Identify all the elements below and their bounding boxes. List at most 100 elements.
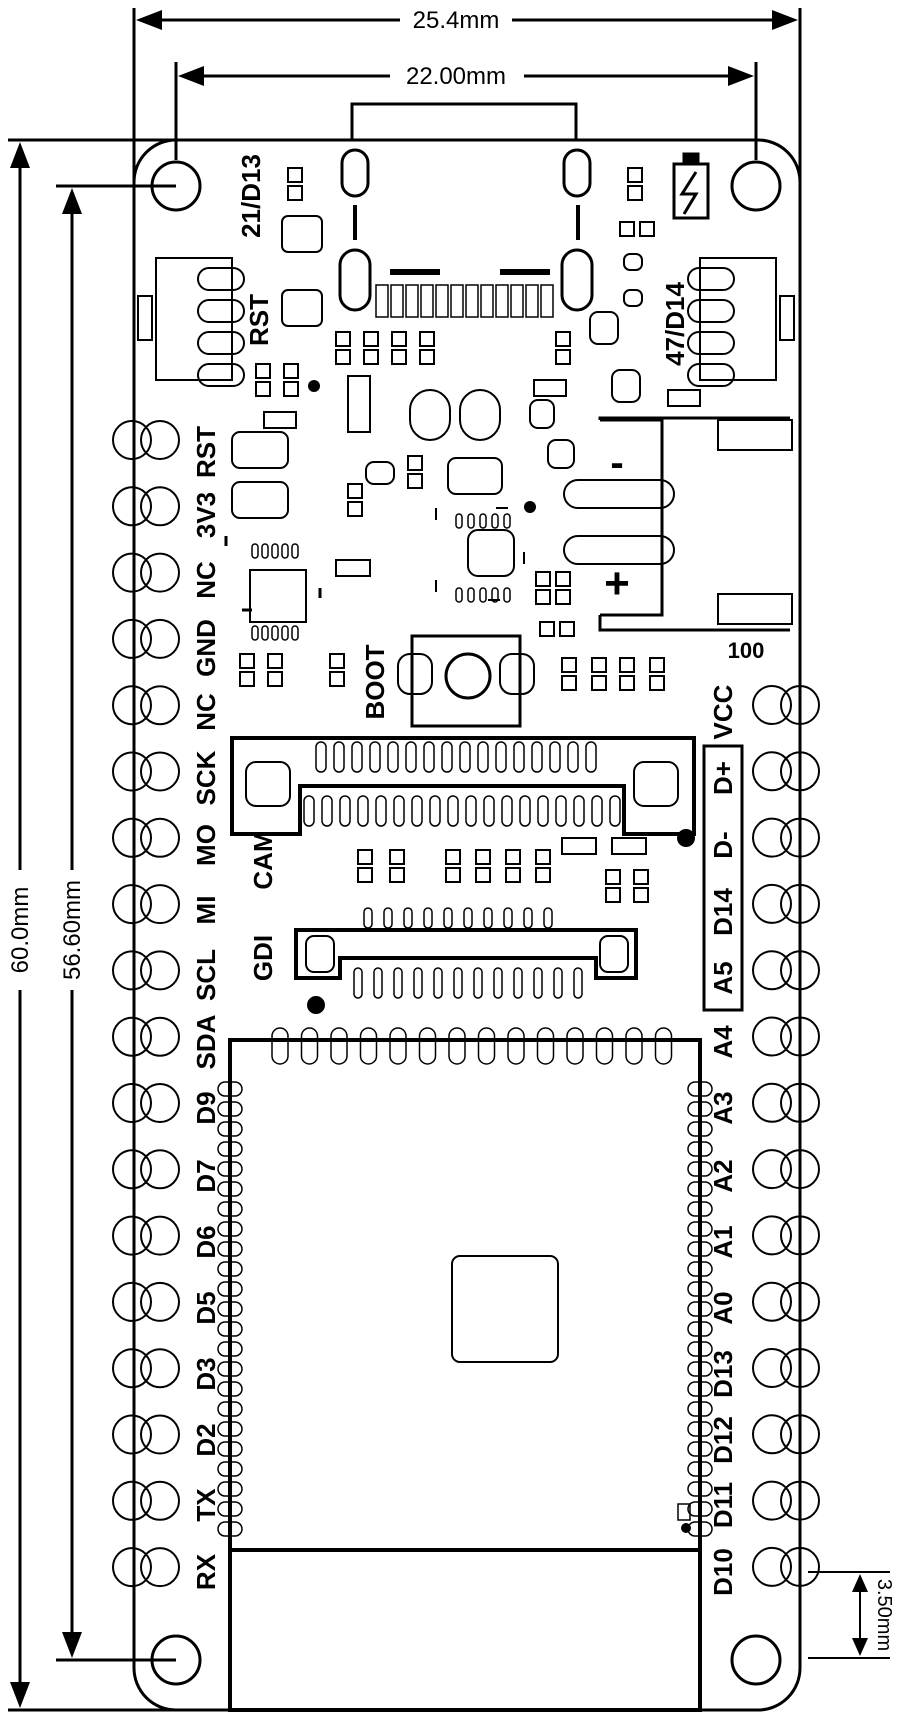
smd-pads-middle (357, 837, 649, 903)
left-pin-pad-13 (112, 1215, 180, 1256)
mounting-holes (150, 160, 782, 1686)
left-pin-pad-4 (112, 618, 180, 659)
chip-pins (251, 513, 511, 641)
right-pin-pad-6 (752, 1016, 820, 1057)
module-pad-left-13 (217, 1321, 243, 1337)
left-pin-pad-16 (112, 1414, 180, 1455)
module-pad-right-12 (687, 1301, 713, 1317)
pin-label-left-3v3: 3V3 (191, 492, 221, 538)
dimension-width-label: 25.4mm (413, 7, 500, 34)
pin-label-right-a2: A2 (708, 1159, 738, 1192)
left-pin-labels: RST 3V3 NC GND NC SCK MO MI SCL SDA D9 D… (191, 426, 221, 1590)
mounting-hole-top-left (150, 160, 202, 212)
pin-label-right-d-minus: D- (708, 831, 738, 858)
module-pad-right-23 (687, 1521, 713, 1537)
left-pin-pad-1 (112, 420, 180, 460)
left-pin-pad-12 (112, 1149, 180, 1190)
module-pad-left-5 (217, 1161, 243, 1177)
side-button-right-body (687, 257, 795, 387)
module-pad-top-7 (448, 1027, 466, 1065)
module-castellated-pads (217, 1027, 713, 1537)
module-pad-top-3 (330, 1027, 348, 1065)
pin-label-left-scl: SCL (191, 949, 221, 1001)
module-pad-top-12 (595, 1027, 614, 1065)
module-pad-right-14 (687, 1341, 713, 1357)
dimension-pin-offset-label: 3.50mm (873, 1579, 895, 1651)
left-pin-pad-18 (112, 1547, 180, 1588)
pin-label-right-vcc: VCC (708, 684, 738, 739)
display-connector-label: GDI (248, 935, 278, 981)
pin-label-right-d11: D11 (708, 1482, 738, 1528)
battery-charge-icon (672, 152, 710, 220)
module-pad-left-8 (217, 1221, 243, 1237)
pin-label-right-d12: D12 (708, 1416, 738, 1464)
module-pad-left-17 (217, 1401, 243, 1417)
esp32-module (228, 1038, 702, 1712)
pin-label-right-a3: A3 (708, 1091, 738, 1124)
module-pad-left-23 (217, 1521, 243, 1537)
module-pad-right-5 (687, 1161, 713, 1177)
right-pin-pad-8 (752, 1149, 820, 1190)
module-pad-top-13 (625, 1027, 643, 1065)
module-pad-right-13 (687, 1321, 713, 1337)
pin-label-left-mi: MI (191, 896, 221, 925)
module-pad-left-21 (217, 1481, 243, 1497)
module-pad-left-1 (217, 1081, 243, 1097)
module-pad-right-3 (687, 1121, 713, 1137)
module-pad-left-4 (217, 1141, 243, 1157)
led-label-47-d14: 47/D14 (660, 282, 690, 366)
module-pad-left-15 (217, 1361, 243, 1377)
right-pin-pad-5 (752, 950, 820, 991)
module-pad-left-14 (217, 1341, 243, 1357)
pin-label-left-sda: SDA (191, 1014, 221, 1069)
dimension-hole-spacing-y (56, 184, 176, 1662)
mounting-hole-top-right (730, 160, 782, 212)
left-pin-pad-10 (112, 1016, 180, 1057)
reset-button-body (137, 257, 245, 387)
display-connector-pins (353, 907, 583, 999)
module-pad-right-18 (687, 1421, 713, 1437)
right-pin-pad-7 (752, 1082, 820, 1123)
pin-label-right-d14: D14 (708, 888, 738, 936)
pin-label-left-gnd: GND (191, 619, 221, 677)
right-pin-labels: VCC D+ D- D14 A5 A4 A3 A2 A1 A0 D13 D12 … (708, 684, 738, 1596)
camera-connector-label: CAM (248, 830, 278, 889)
module-pad-right-17 (687, 1401, 713, 1417)
module-pad-right-1 (687, 1081, 713, 1097)
pin-label-right-a0: A0 (708, 1291, 738, 1324)
right-pin-pad-3 (752, 817, 820, 858)
pin-label-right-d-plus: D+ (708, 761, 738, 795)
right-pin-pad-14 (752, 1546, 820, 1587)
camera-connector-pins (303, 741, 621, 827)
left-pin-pad-7 (112, 817, 180, 858)
left-pin-pad-8 (112, 884, 180, 925)
pin-label-left-d2: D2 (191, 1423, 221, 1456)
module-pad-left-7 (217, 1201, 243, 1217)
module-pad-right-19 (687, 1441, 713, 1457)
led-label-21-d13: 21/D13 (236, 154, 266, 238)
left-pin-pad-15 (112, 1348, 180, 1389)
right-pin-pad-13 (752, 1480, 820, 1521)
pin-label-left-nc-1: NC (191, 561, 221, 599)
boot-button-body (397, 634, 535, 728)
battery-connector (563, 416, 793, 632)
module-pad-top-6 (418, 1027, 437, 1065)
pin-label-left-tx: TX (191, 1488, 221, 1522)
display-connector-body (294, 928, 638, 980)
module-pad-left-20 (217, 1461, 243, 1477)
battery-plus-label: + (604, 559, 630, 608)
module-pad-top-9 (507, 1027, 525, 1065)
boot-button-label: BOOT (360, 644, 390, 719)
module-pad-right-16 (687, 1381, 713, 1397)
battery-minus-label: - (610, 441, 623, 485)
pin-label-right-d13: D13 (708, 1350, 738, 1398)
left-pin-pad-5 (112, 685, 180, 726)
module-pad-left-16 (217, 1381, 243, 1397)
pin-label-left-mo: MO (191, 824, 221, 866)
left-pin-pad-11 (112, 1083, 180, 1123)
module-pad-right-15 (687, 1361, 713, 1377)
pin-label-left-d6: D6 (191, 1225, 221, 1258)
dimension-height-label: 60.0mm (7, 887, 34, 974)
module-pad-top-5 (389, 1027, 407, 1065)
pin-label-left-rst: RST (191, 426, 221, 478)
